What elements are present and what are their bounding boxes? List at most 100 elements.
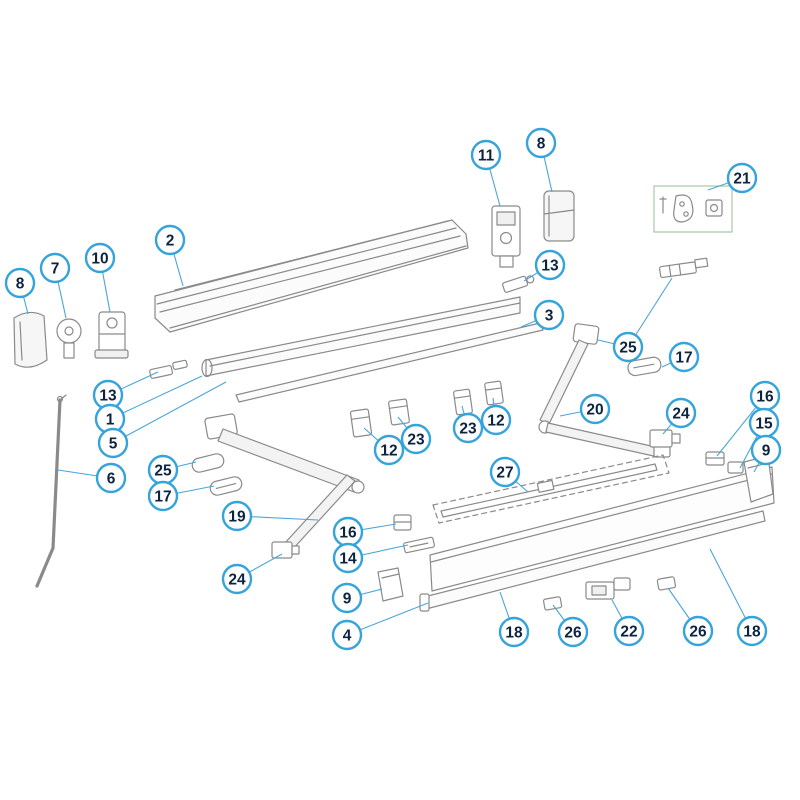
part-bracket-23-left — [388, 398, 410, 426]
callout-circle — [95, 462, 127, 494]
part-knuckle-left — [271, 541, 300, 559]
callout-21: 21 — [726, 162, 758, 194]
leader-line — [109, 375, 203, 420]
callout-17-a: 17 — [668, 341, 700, 373]
callout-number: 16 — [756, 389, 774, 406]
callout-number: 25 — [619, 340, 637, 357]
part-endcap-right — [543, 190, 575, 242]
part-support-pole — [35, 394, 67, 588]
callout-14: 14 — [332, 542, 364, 574]
callout-18-b: 18 — [736, 615, 768, 647]
callout-circle — [612, 331, 644, 363]
part-cassette-housing — [154, 219, 469, 333]
callout-number: 4 — [343, 628, 352, 645]
part-front-slat — [235, 322, 544, 403]
callout-number: 12 — [487, 413, 504, 430]
callout-18-a: 18 — [498, 616, 530, 648]
callout-circle — [84, 242, 116, 274]
callout-circle — [736, 615, 768, 647]
callout-number: 9 — [343, 591, 352, 608]
callout-3: 3 — [533, 299, 565, 331]
callout-circle — [332, 542, 364, 574]
callout-circle — [470, 139, 502, 171]
callout-number: 21 — [733, 171, 751, 188]
callout-number: 27 — [496, 465, 513, 482]
part-plate-14 — [403, 536, 435, 554]
callout-circle — [534, 249, 566, 281]
callout-number: 6 — [107, 471, 116, 488]
part-arm-cover-right — [627, 356, 662, 377]
callout-circle — [400, 423, 432, 455]
callout-number: 25 — [154, 463, 172, 480]
callout-9-b: 9 — [331, 582, 363, 614]
callout-number: 14 — [339, 551, 357, 568]
part-rail-clamp-22 — [585, 577, 631, 600]
callout-11: 11 — [470, 139, 502, 171]
callout-1: 1 — [94, 403, 126, 435]
callout-9-a: 9 — [750, 434, 782, 466]
callout-number: 2 — [166, 233, 175, 250]
part-connector-rod — [659, 257, 709, 279]
callout-number: 10 — [91, 251, 108, 268]
callout-number: 7 — [51, 261, 60, 278]
callout-circle — [498, 616, 530, 648]
callout-4: 4 — [331, 619, 363, 651]
callout-16-a: 16 — [749, 380, 781, 412]
callout-circle — [525, 127, 557, 159]
callout-number: 23 — [459, 421, 477, 438]
callout-circle — [97, 427, 129, 459]
part-clip-26-a — [542, 596, 563, 611]
callout-circle — [373, 434, 405, 466]
callout-circle — [557, 616, 589, 648]
callout-15: 15 — [748, 407, 780, 439]
callout-circle — [331, 619, 363, 651]
callout-circle — [750, 434, 782, 466]
part-block-16-mid — [393, 514, 412, 531]
callout-number: 17 — [675, 350, 692, 367]
callout-26-b: 26 — [682, 615, 714, 647]
callout-2: 2 — [154, 224, 186, 256]
callout-12-b: 12 — [480, 404, 512, 436]
callout-circle — [682, 615, 714, 647]
callout-number: 26 — [564, 625, 582, 642]
callout-circle — [533, 299, 565, 331]
callout-number: 19 — [228, 509, 246, 526]
part-mount-bracket-left — [94, 311, 129, 359]
callout-circle — [154, 224, 186, 256]
part-insert-15 — [727, 461, 744, 474]
leader-line — [112, 381, 227, 444]
callout-number: 8 — [537, 136, 546, 153]
callout-13-a: 13 — [534, 249, 566, 281]
callout-7: 7 — [39, 252, 71, 284]
part-motor-bracket — [491, 205, 521, 268]
callout-number: 16 — [339, 525, 357, 542]
callout-circle — [668, 341, 700, 373]
callout-number: 26 — [689, 624, 707, 641]
callout-number: 13 — [99, 388, 117, 405]
callout-10: 10 — [84, 242, 116, 274]
callout-number: 3 — [545, 308, 554, 325]
part-knuckle-right — [649, 429, 681, 448]
callout-circle — [489, 456, 521, 488]
part-lead-rail — [419, 510, 766, 612]
part-bracket-12-right — [484, 380, 504, 406]
callout-5: 5 — [97, 427, 129, 459]
callout-number: 22 — [620, 624, 637, 641]
callout-number: 13 — [541, 258, 559, 275]
callout-8-b: 8 — [525, 127, 557, 159]
callout-24-b: 24 — [221, 563, 253, 595]
callout-number: 15 — [755, 416, 773, 433]
callout-number: 23 — [407, 432, 425, 449]
callout-number: 18 — [743, 624, 761, 641]
callout-number: 24 — [672, 406, 690, 423]
callout-circle — [452, 412, 484, 444]
part-bracket-9-mid — [377, 567, 404, 602]
part-endcap-left — [13, 311, 48, 368]
part-bracket-12-left — [349, 408, 373, 438]
callout-number: 12 — [380, 443, 397, 460]
callout-25-a: 25 — [612, 331, 644, 363]
callout-circle — [579, 393, 611, 425]
callout-circle — [726, 162, 758, 194]
callout-circle — [4, 267, 36, 299]
callout-number: 5 — [109, 436, 118, 453]
